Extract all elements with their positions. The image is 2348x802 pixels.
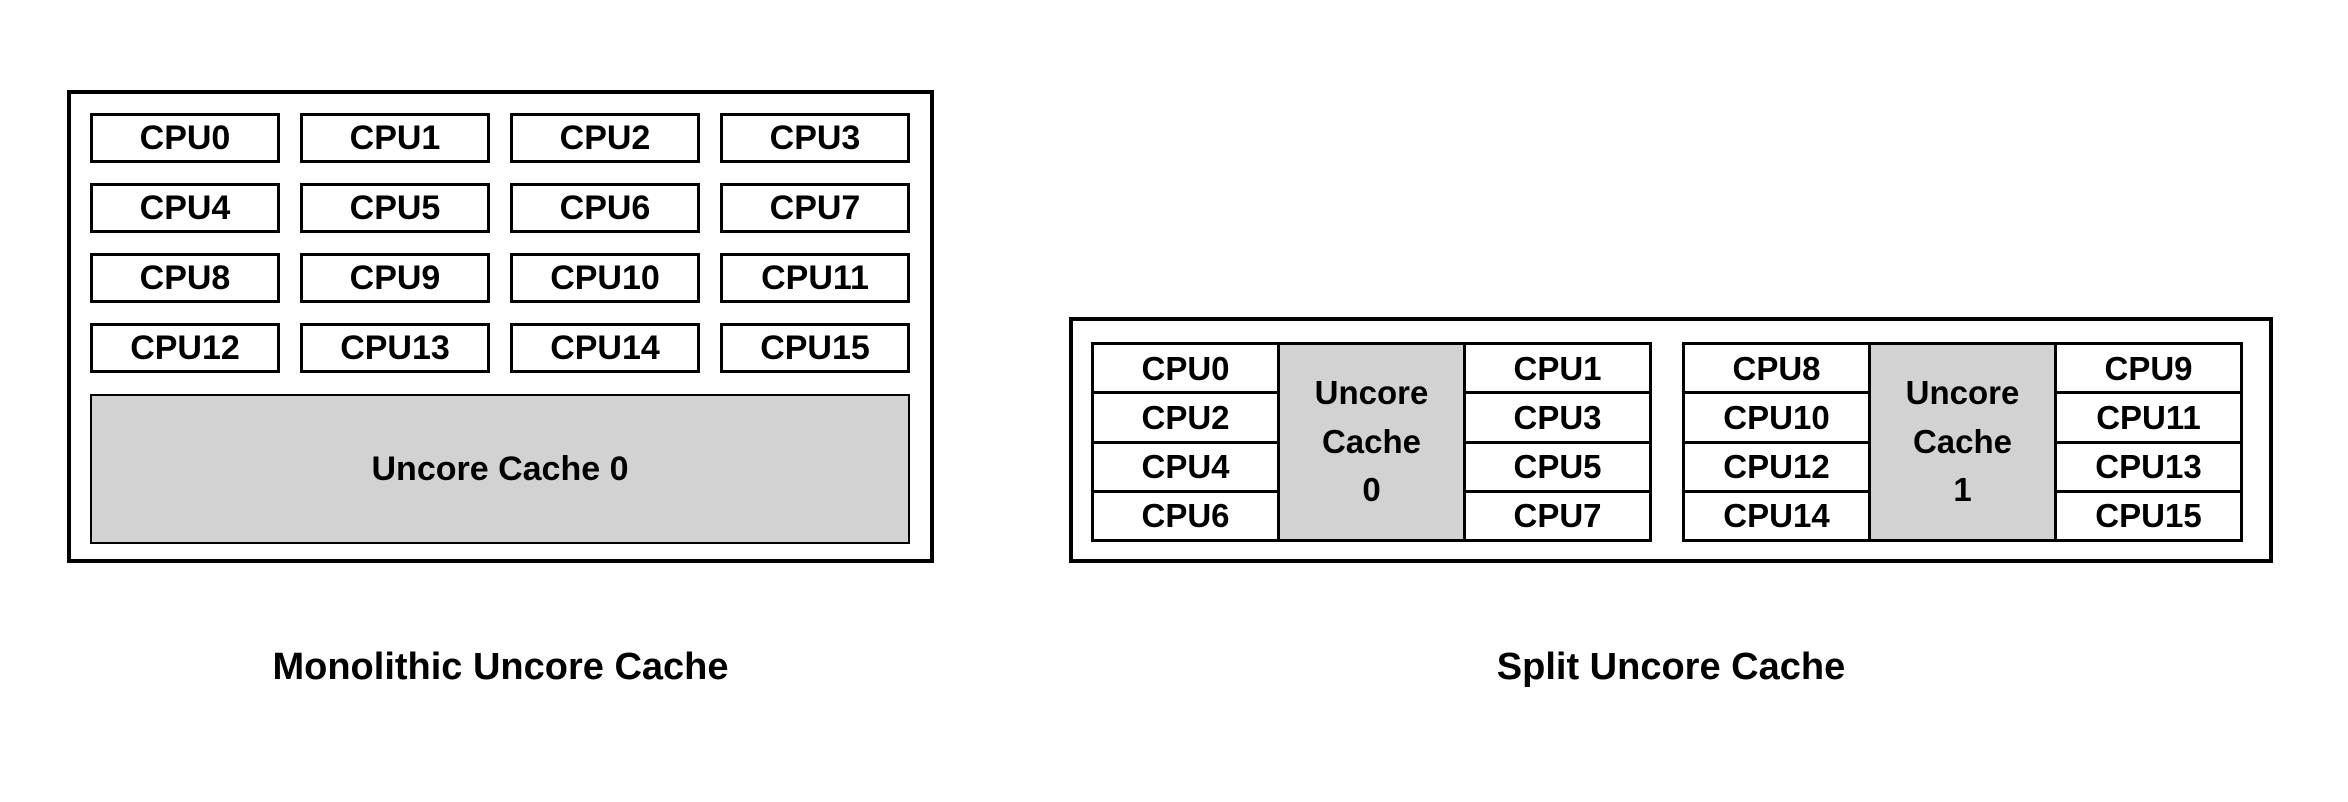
cpu-box: CPU4 <box>1091 440 1280 493</box>
cpu-box: CPU2 <box>1091 391 1280 444</box>
cpu-column-odd: CPU1 CPU3 CPU5 CPU7 <box>1463 342 1652 542</box>
uncore-cache-box-0: Uncore Cache 0 <box>1277 342 1466 542</box>
cpu-box: CPU4 <box>90 183 280 233</box>
cpu-box: CPU7 <box>720 183 910 233</box>
cpu-box: CPU9 <box>2054 342 2243 395</box>
cpu-cluster-0: CPU0 CPU2 CPU4 CPU6 Uncore Cache 0 CPU1 … <box>1091 342 1652 542</box>
cpu-box: CPU1 <box>300 113 490 163</box>
cpu-box: CPU2 <box>510 113 700 163</box>
figure-caption-split: Split Uncore Cache <box>1496 646 1846 688</box>
uncore-cache-line: Uncore <box>1905 373 2020 411</box>
cpu-box: CPU10 <box>510 253 700 303</box>
uncore-cache-line: Cache <box>1912 422 2013 460</box>
uncore-cache-box-1: Uncore Cache 1 <box>1868 342 2057 542</box>
cpu-box: CPU15 <box>2054 489 2243 542</box>
split-uncore-cache-figure: CPU0 CPU2 CPU4 CPU6 Uncore Cache 0 CPU1 … <box>1069 317 2273 563</box>
cpu-box: CPU8 <box>1682 342 1871 395</box>
cpu-column-odd: CPU9 CPU11 CPU13 CPU15 <box>2054 342 2243 542</box>
cpu-box: CPU0 <box>1091 342 1280 395</box>
cpu-box: CPU14 <box>510 323 700 373</box>
cpu-box: CPU9 <box>300 253 490 303</box>
cpu-box: CPU5 <box>1463 440 1652 493</box>
cpu-box: CPU7 <box>1463 489 1652 542</box>
cpu-box: CPU3 <box>720 113 910 163</box>
cpu-box: CPU3 <box>1463 391 1652 444</box>
cpu-box: CPU0 <box>90 113 280 163</box>
uncore-cache-line: 0 <box>1362 471 1381 509</box>
cpu-box: CPU11 <box>720 253 910 303</box>
uncore-cache-line: Uncore <box>1314 373 1429 411</box>
cpu-box: CPU15 <box>720 323 910 373</box>
cpu-box: CPU6 <box>510 183 700 233</box>
cpu-box: CPU11 <box>2054 391 2243 444</box>
uncore-cache-box: Uncore Cache 0 <box>90 394 910 544</box>
cpu-box: CPU1 <box>1463 342 1652 395</box>
cpu-box: CPU13 <box>2054 440 2243 493</box>
monolithic-uncore-cache-figure: CPU0 CPU1 CPU2 CPU3 CPU4 CPU5 CPU6 CPU7 … <box>67 90 934 563</box>
cpu-cluster-1: CPU8 CPU10 CPU12 CPU14 Uncore Cache 1 CP… <box>1682 342 2243 542</box>
cpu-box: CPU13 <box>300 323 490 373</box>
cpu-box: CPU14 <box>1682 489 1871 542</box>
cpu-box: CPU5 <box>300 183 490 233</box>
cpu-column-even: CPU0 CPU2 CPU4 CPU6 <box>1091 342 1280 542</box>
uncore-cache-line: Cache <box>1321 422 1422 460</box>
cpu-grid: CPU0 CPU1 CPU2 CPU3 CPU4 CPU5 CPU6 CPU7 … <box>90 113 912 373</box>
cpu-box: CPU12 <box>90 323 280 373</box>
cpu-column-even: CPU8 CPU10 CPU12 CPU14 <box>1682 342 1871 542</box>
figure-caption-monolithic: Monolithic Uncore Cache <box>272 646 729 688</box>
cpu-box: CPU6 <box>1091 489 1280 542</box>
uncore-cache-line: 1 <box>1953 471 1972 509</box>
cpu-box: CPU10 <box>1682 391 1871 444</box>
cpu-box: CPU12 <box>1682 440 1871 493</box>
cpu-box: CPU8 <box>90 253 280 303</box>
